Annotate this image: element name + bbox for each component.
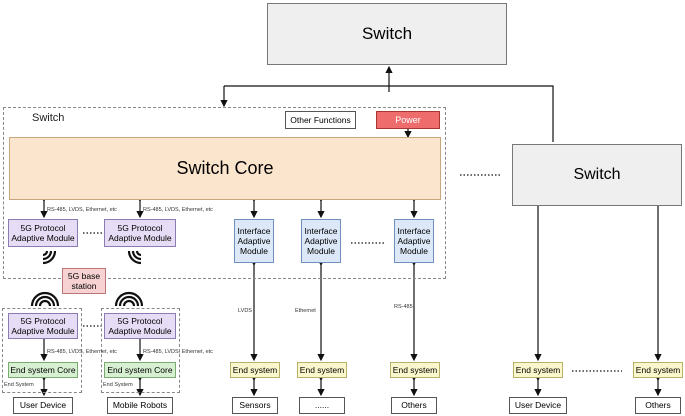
end-system-container [101, 308, 180, 393]
link-label-rs485: RS-485 [394, 304, 413, 310]
device-mobile-robots: Mobile Robots [107, 397, 173, 414]
end-system: End system [297, 362, 347, 378]
end-system: End system [230, 362, 280, 378]
protocol-module: 5G Protocol Adaptive Module [104, 219, 176, 247]
protocol-module: 5G Protocol Adaptive Module [8, 219, 78, 247]
connection-label: RS-485, LVDS, Ethernet, etc [47, 207, 117, 213]
connection-label: RS-485, LVDS, Ethernet, etc [143, 207, 213, 213]
power-box: Power [376, 111, 440, 129]
left-switch-container [3, 107, 446, 279]
end-system: End system [390, 362, 440, 378]
end-system: End system [633, 362, 683, 378]
end-system-core: End system Core [8, 362, 78, 378]
other-functions-box: Other Functions [285, 111, 356, 129]
link-label-ethernet: Ethernet [295, 308, 316, 314]
end-system-label: End System [103, 382, 133, 388]
device-ellipsis: ...... [299, 397, 345, 414]
end-system-label: End System [4, 382, 34, 388]
device-user-device: User Device [509, 397, 567, 414]
interface-module: Interface Adaptive Module [301, 219, 341, 263]
right-switch: Switch [512, 144, 682, 206]
protocol-module: 5G Protocol Adaptive Module [104, 313, 176, 339]
end-system: End system [513, 362, 563, 378]
left-switch-title: Switch [32, 112, 65, 124]
device-sensors: Sensors [232, 397, 278, 414]
wireless-signal-icon [30, 250, 144, 307]
end-system-core: End system Core [104, 362, 176, 378]
interface-module: Interface Adaptive Module [394, 219, 434, 263]
link-label-lvds: LVDS [238, 308, 252, 314]
interface-module: Interface Adaptive Module [234, 219, 274, 263]
end-system-container [2, 308, 82, 393]
connection-label: RS-485, LVDS, Ethernet, etc [47, 349, 117, 355]
base-station: 5G base station [62, 268, 106, 294]
device-others: Others [635, 397, 681, 414]
top-switch: Switch [267, 3, 507, 65]
protocol-module: 5G Protocol Adaptive Module [8, 313, 78, 339]
device-user-device: User Device [13, 397, 73, 414]
device-others: Others [391, 397, 437, 414]
connection-label: RS-485, LVDS, Ethernet, etc [143, 349, 213, 355]
switch-core: Switch Core [9, 137, 441, 200]
